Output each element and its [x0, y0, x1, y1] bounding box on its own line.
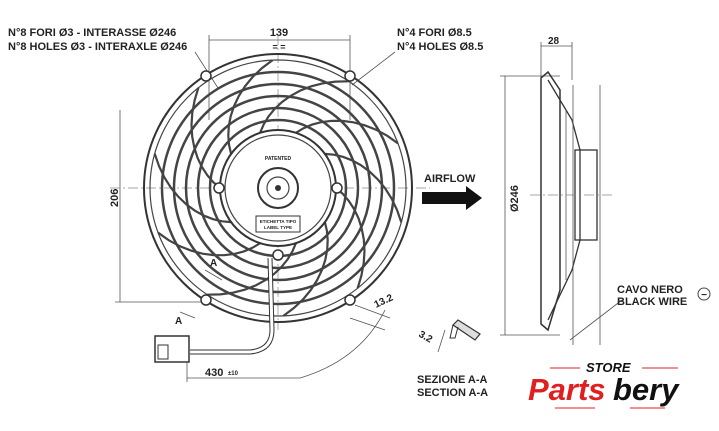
fan-blade — [259, 80, 349, 134]
airflow-label: AIRFLOW — [424, 173, 476, 185]
fan-blade — [153, 153, 232, 224]
fan-blade — [190, 87, 221, 189]
note-4-holes-it: N°4 FORI Ø8.5 — [397, 27, 472, 39]
fan-blade — [324, 152, 403, 223]
section-mark: A — [210, 258, 217, 269]
fan-blade — [207, 242, 297, 296]
mounting-hole — [213, 182, 225, 194]
cable-tolerance: ±10 — [228, 371, 239, 377]
guard-ring — [160, 70, 396, 306]
mounting-hole — [272, 249, 284, 261]
section-mark: A — [175, 316, 182, 327]
svg-text:bery: bery — [613, 372, 680, 407]
mounting-hole — [331, 182, 343, 194]
fan-blade — [157, 231, 261, 257]
fan-side-view: Ø246 28 — [500, 36, 623, 345]
dimension-206: 206 — [109, 110, 205, 303]
partsbery-logo: STORE Parts bery — [528, 360, 680, 409]
guard-ring — [184, 94, 372, 282]
patented-label: PATENTED — [265, 156, 292, 162]
connector — [154, 335, 190, 363]
svg-text:139: 139 — [270, 27, 288, 39]
svg-text:ETICHETTA TIPO: ETICHETTA TIPO — [260, 219, 297, 224]
note-8-holes-en: N°8 HOLES Ø3 - INTERAXLE Ø246 — [8, 41, 187, 53]
mounting-tab — [344, 70, 356, 82]
wire-label-it: CAVO NERO — [617, 284, 683, 296]
guard-ring — [196, 106, 360, 270]
fan-blade — [227, 59, 274, 155]
svg-text:28: 28 — [548, 36, 560, 47]
fan-front-view: PATENTED ETICHETTA TIPO LABEL TYPE — [143, 53, 413, 323]
svg-text:206: 206 — [109, 189, 121, 207]
negative-polarity-icon — [697, 287, 711, 301]
svg-text:13.2: 13.2 — [373, 292, 396, 310]
svg-text:STORE: STORE — [586, 360, 631, 375]
svg-text:Ø246: Ø246 — [509, 185, 521, 212]
dimension-13-2: 13.2 — [349, 292, 396, 331]
svg-text:= =: = = — [272, 42, 285, 52]
leader-line — [351, 51, 396, 86]
fan-blade — [335, 187, 366, 289]
note-4-holes-en: N°4 HOLES Ø8.5 — [397, 41, 483, 53]
mounting-tab — [200, 70, 212, 82]
wire-label-en: BLACK WIRE — [617, 296, 687, 308]
fan-blade — [295, 119, 399, 145]
note-8-holes-it: N°8 FORI Ø3 - INTERASSE Ø246 — [8, 27, 176, 39]
fan-blade — [282, 221, 329, 317]
guard-ring — [172, 82, 384, 294]
dimension-139: 139 = = — [208, 27, 351, 120]
airflow-arrow-icon — [422, 186, 482, 210]
svg-text:3.2: 3.2 — [417, 329, 435, 346]
svg-text:−: − — [701, 290, 707, 301]
mounting-tab — [344, 294, 356, 306]
section-label-en: SECTION A-A — [417, 387, 488, 399]
svg-text:Parts: Parts — [528, 372, 606, 407]
leader-line — [194, 51, 219, 89]
label-type-box — [255, 215, 301, 233]
cable-length: 430 — [205, 367, 223, 379]
section-a-a-detail: 3.2 — [417, 319, 481, 353]
section-label-it: SEZIONE A-A — [417, 374, 488, 386]
svg-text:LABEL TYPE: LABEL TYPE — [264, 225, 292, 230]
cable-and-connector: 430 ±10 — [154, 257, 386, 382]
mounting-tab — [200, 294, 212, 306]
